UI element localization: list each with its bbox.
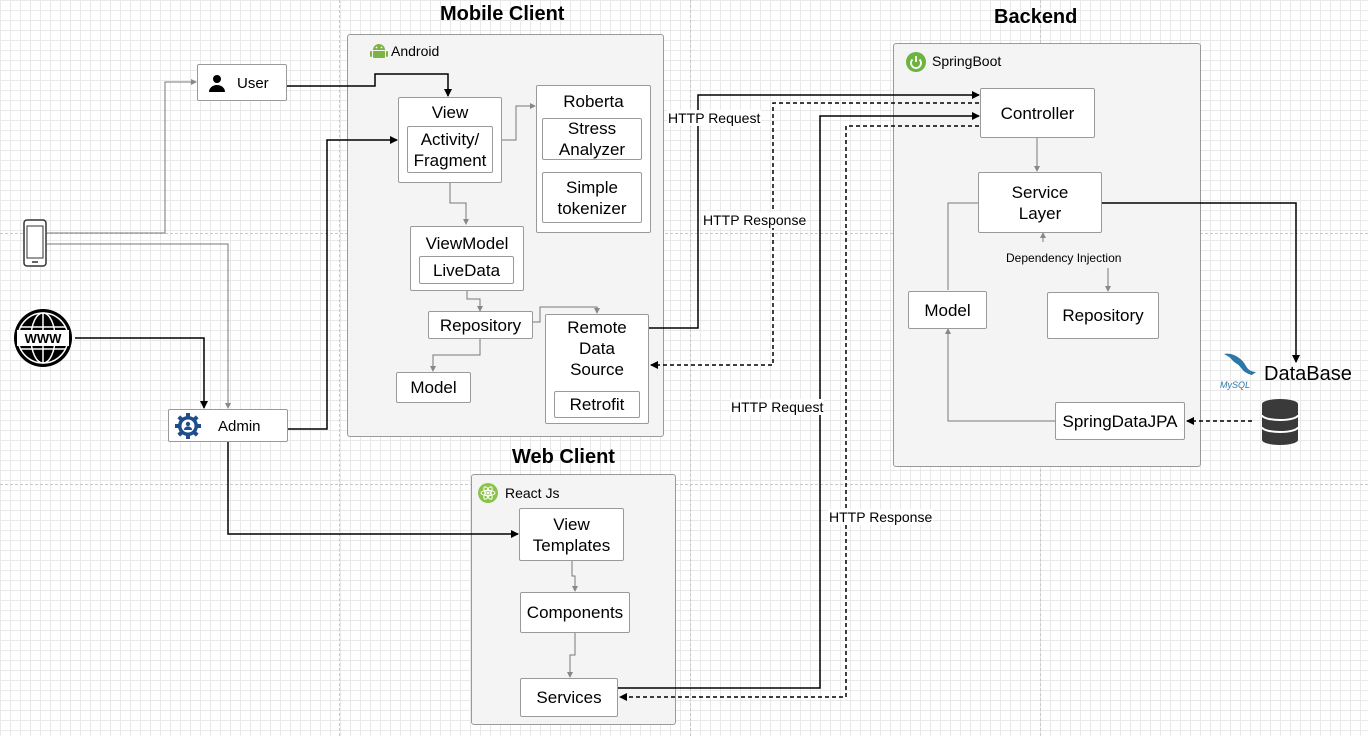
mysql-logo-icon: MySQL	[1218, 350, 1262, 397]
android-model-box: Model	[396, 372, 471, 403]
backend-title: Backend	[994, 6, 1078, 28]
www-globe-icon: WWW	[12, 307, 74, 374]
stress-analyzer-label: Stress Analyzer	[558, 119, 626, 159]
simple-tokenizer-box: Simple tokenizer	[542, 172, 642, 223]
controller-box: Controller	[980, 88, 1095, 138]
http-response-label-1: HTTP Response	[702, 212, 808, 228]
android-icon	[370, 43, 388, 64]
activity-fragment-box: Activity/ Fragment	[407, 126, 493, 173]
view-templates-label: View Templates	[532, 514, 611, 555]
springdatajpa-box: SpringDataJPA	[1055, 402, 1185, 440]
retrofit-label: Retrofit	[569, 395, 625, 414]
android-view-label: View	[431, 103, 469, 122]
backend-model-label: Model	[924, 300, 971, 320]
services-label: Services	[536, 688, 602, 707]
http-response-label-2: HTTP Response	[828, 509, 934, 525]
mysql-logo-text: MySQL	[1220, 380, 1250, 390]
edge-phone-user	[47, 79, 197, 234]
database-icon	[1261, 398, 1299, 451]
service-layer-box: Service Layer	[978, 172, 1102, 233]
remote-data-source-label: Remote Data Source	[567, 318, 627, 379]
admin-gear-icon	[174, 412, 202, 446]
service-layer-label: Service Layer	[1011, 182, 1069, 223]
user-icon	[208, 74, 226, 98]
components-box: Components	[520, 592, 630, 633]
controller-label: Controller	[1000, 103, 1075, 123]
simple-tokenizer-label: Simple tokenizer	[557, 177, 627, 218]
components-label: Components	[526, 603, 624, 622]
services-box: Services	[520, 678, 618, 717]
stress-analyzer-box: Stress Analyzer	[542, 118, 642, 160]
roberta-label: Roberta	[563, 92, 624, 111]
mobile-client-title: Mobile Client	[440, 3, 565, 25]
viewmodel-label: ViewModel	[425, 234, 509, 253]
http-request-label-1: HTTP Request	[667, 110, 762, 126]
springboot-label: SpringBoot	[932, 53, 1002, 69]
user-label: User	[237, 75, 269, 92]
grid-line	[339, 0, 340, 736]
livedata-box: LiveData	[419, 256, 514, 284]
livedata-label: LiveData	[432, 260, 501, 280]
edge-www-admin	[75, 337, 208, 409]
database-label: DataBase	[1264, 363, 1352, 385]
react-icon	[478, 483, 498, 508]
edge-phone-admin	[47, 243, 231, 409]
backend-repository-box: Repository	[1047, 292, 1159, 339]
react-label: React Js	[505, 485, 560, 501]
android-label: Android	[391, 43, 440, 59]
android-repository-label: Repository	[439, 315, 522, 335]
admin-actor: Admin	[168, 409, 288, 442]
retrofit-box: Retrofit	[554, 391, 640, 418]
http-request-label-2: HTTP Request	[730, 399, 825, 415]
web-client-title: Web Client	[512, 446, 615, 468]
activity-fragment-label: Activity/ Fragment	[413, 129, 487, 170]
user-actor: User	[197, 64, 287, 101]
backend-model-box: Model	[908, 291, 987, 329]
www-text: WWW	[25, 331, 63, 346]
springdatajpa-label: SpringDataJPA	[1062, 411, 1178, 431]
admin-label: Admin	[218, 418, 261, 435]
android-model-label: Model	[410, 378, 457, 397]
phone-icon	[23, 219, 47, 272]
android-repository-box: Repository	[428, 311, 533, 339]
springboot-icon	[906, 52, 926, 77]
view-templates-box: View Templates	[519, 508, 624, 561]
dependency-injection-label: Dependency Injection	[1005, 251, 1123, 265]
backend-repository-label: Repository	[1062, 306, 1144, 325]
grid-line	[0, 484, 1368, 485]
